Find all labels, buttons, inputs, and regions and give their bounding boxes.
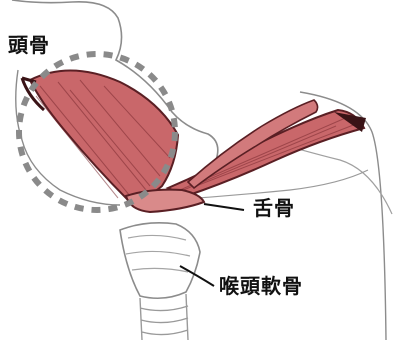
hyoid-pointer bbox=[204, 204, 244, 210]
larynx-cartilage-label: 喉頭軟骨 bbox=[219, 276, 303, 296]
hyoid-bone bbox=[126, 190, 204, 212]
larynx-cartilage bbox=[120, 223, 200, 298]
hyoid-label: 舌骨 bbox=[253, 198, 295, 218]
trachea bbox=[140, 294, 188, 340]
skull-label: 頭骨 bbox=[8, 35, 50, 55]
